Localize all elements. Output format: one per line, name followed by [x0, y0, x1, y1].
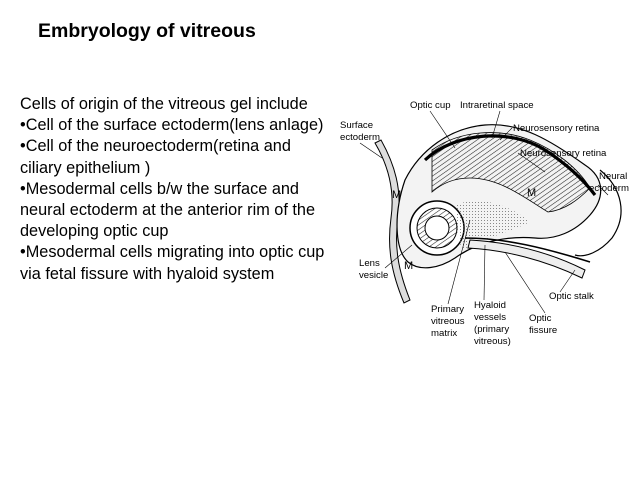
surface-ectoderm-shape — [374, 139, 411, 304]
bullet-mesodermal-fissure: •Mesodermal cells migrating into optic c… — [20, 243, 325, 283]
label-optic-cup: Optic cup — [410, 100, 451, 111]
label-primary-vitreous: vitreous — [431, 316, 465, 327]
label-m-right: M — [527, 187, 536, 199]
label-m-upper-left: M — [392, 189, 401, 201]
leader-lines — [359, 110, 609, 314]
label-neurosensory-retina-1: Neurosensory retina — [513, 123, 600, 134]
label-optic-stalk: Optic stalk — [549, 291, 594, 302]
label-hyaloid: Hyaloid — [474, 300, 506, 311]
label-m-lower-left: M — [404, 260, 413, 272]
label-hyaloid-vitreous: vitreous) — [474, 336, 511, 347]
bullet-neuroectoderm: •Cell of the neuroectoderm(retina and ci… — [20, 137, 291, 177]
label-optic: Optic — [529, 313, 552, 324]
label-primary-matrix: matrix — [431, 328, 457, 339]
label-surface: Surface — [340, 120, 373, 131]
label-neurosensory-retina-2: Neurosensory retina — [520, 148, 607, 159]
label-surface-ectoderm: ectoderm — [340, 132, 380, 143]
hyaloid-vessel — [464, 237, 591, 263]
paragraph-intro: Cells of origin of the vitreous gel incl… — [20, 95, 308, 113]
label-neural-ectoderm: ectoderm — [589, 183, 629, 194]
label-primary: Primary — [431, 304, 464, 315]
label-lens: Lens — [359, 258, 380, 269]
label-hyaloid-primary: (primary — [474, 324, 509, 335]
label-neural: Neural — [599, 171, 627, 182]
bullet-surface-ectoderm: •Cell of the surface ectoderm(lens anlag… — [20, 116, 324, 135]
label-intraretinal-space: Intraretinal space — [460, 100, 534, 111]
label-optic-fissure: fissure — [529, 325, 557, 336]
optic-stalk-shape — [467, 239, 586, 279]
slide-title: Embryology of vitreous — [38, 20, 256, 42]
body-text: Cells of origin of the vitreous gel incl… — [20, 94, 330, 285]
optic-cup-diagram: Optic cup Intraretinal space Surface ect… — [340, 100, 629, 347]
lens-vesicle-center — [424, 215, 450, 241]
neural-ectoderm-arc — [574, 169, 622, 257]
label-hyaloid-vessels: vessels — [474, 312, 506, 323]
intraretinal-space-curve — [423, 134, 597, 196]
label-lens-vesicle: vesicle — [359, 270, 388, 281]
bullet-mesodermal-rim: •Mesodermal cells b/w the surface and ne… — [20, 179, 316, 241]
